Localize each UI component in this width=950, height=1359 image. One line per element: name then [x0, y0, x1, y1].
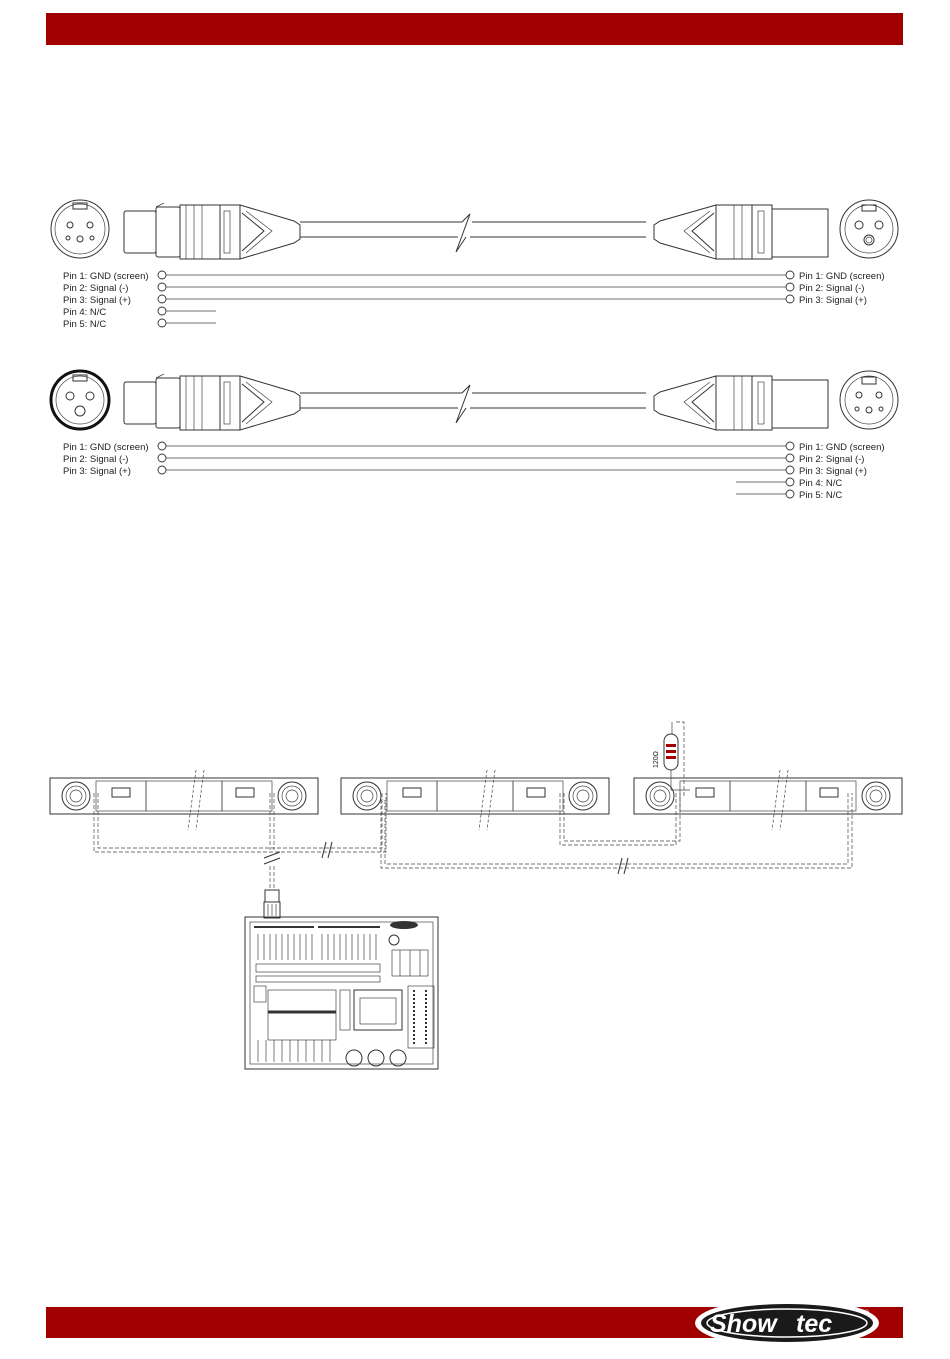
logo-text: Show	[710, 1310, 778, 1338]
pin-label: Pin 1: GND (screen)	[799, 271, 885, 282]
showtec-logo: Show tec ®	[692, 1297, 882, 1349]
pin-label: Pin 3: Signal (+)	[799, 466, 867, 477]
pin-label: Pin 5: N/C	[63, 319, 106, 330]
cable-diagram-2: Pin 1: GND (screen) Pin 2: Signal (-) Pi…	[51, 371, 898, 501]
pin-label: Pin 2: Signal (-)	[799, 454, 864, 465]
pin-label: Pin 1: GND (screen)	[63, 271, 149, 282]
xlr3-male-face-icon	[840, 200, 898, 258]
male-plug-icon	[654, 376, 828, 430]
pin-label: Pin 3: Signal (+)	[799, 295, 867, 306]
male-plug-icon	[654, 205, 828, 259]
pin-label: Pin 2: Signal (-)	[63, 283, 128, 294]
pin-label: Pin 2: Signal (-)	[63, 454, 128, 465]
xlr5-female-face-icon	[51, 200, 109, 258]
pin-label: Pin 5: N/C	[799, 490, 842, 501]
pin-label: Pin 1: GND (screen)	[799, 442, 885, 453]
cable-diagram-1: Pin 1: GND (screen) Pin 2: Signal (-) Pi…	[51, 200, 898, 330]
fixture-bar-1	[50, 770, 318, 830]
female-plug-icon	[124, 203, 300, 259]
pin-label: Pin 3: Signal (+)	[63, 295, 131, 306]
xlr5-male-face-icon	[840, 371, 898, 429]
xlr3-female-face-icon	[51, 371, 109, 429]
terminator-label: 120Ω	[653, 751, 660, 768]
pin-label: Pin 4: N/C	[799, 478, 842, 489]
xlr-plug-icon	[264, 890, 280, 918]
logo-text-2: tec	[796, 1310, 832, 1338]
dmx-chain-diagram: 120Ω	[50, 722, 902, 1069]
dmx-controller-icon	[245, 917, 438, 1069]
pin-label: Pin 4: N/C	[63, 307, 106, 318]
fixture-bar-3	[634, 770, 902, 830]
female-plug-icon	[124, 374, 300, 430]
pin-label: Pin 1: GND (screen)	[63, 442, 149, 453]
pin-label: Pin 2: Signal (-)	[799, 283, 864, 294]
terminator-icon: 120Ω	[653, 722, 690, 796]
pin-label: Pin 3: Signal (+)	[63, 466, 131, 477]
logo-mark: ®	[864, 1309, 870, 1317]
